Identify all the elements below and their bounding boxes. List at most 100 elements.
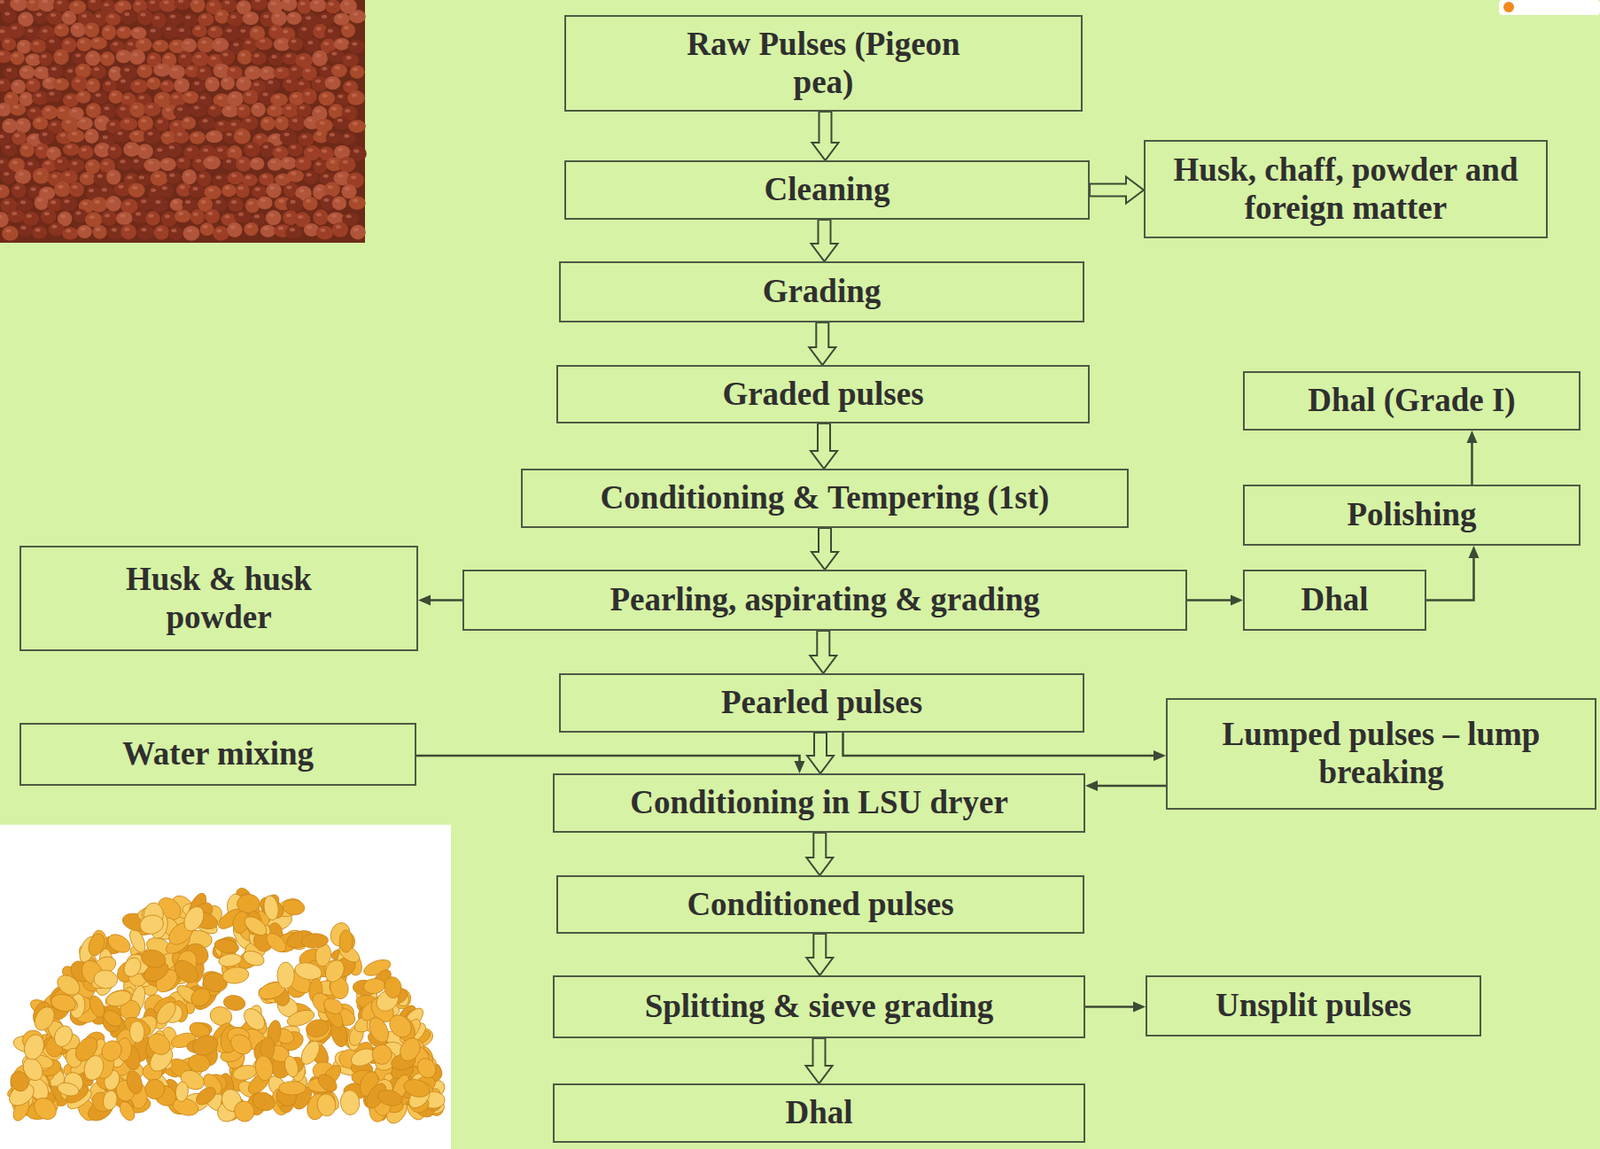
- pea-shine: [245, 118, 251, 123]
- pea: [84, 128, 99, 144]
- pea: [150, 197, 169, 213]
- pea-shine: [163, 81, 169, 86]
- pea: [265, 209, 281, 226]
- pea-shine: [127, 145, 133, 149]
- pea-shine: [246, 92, 252, 96]
- pea: [62, 226, 78, 240]
- dhal-photo: [0, 824, 451, 1149]
- pea-shine: [88, 80, 94, 85]
- flow-arrow: [418, 595, 463, 606]
- pea-shine: [64, 40, 70, 45]
- pea-shine: [323, 174, 329, 179]
- pea: [332, 221, 349, 237]
- box-label: Grading: [762, 272, 882, 311]
- pea-shine: [224, 186, 230, 190]
- pea: [23, 211, 40, 226]
- pea-shine: [89, 106, 95, 110]
- pea-shine: [231, 15, 237, 19]
- split-pea: [97, 1036, 126, 1065]
- box-label: Dhal (Grade I): [1307, 381, 1515, 420]
- pea-shine: [186, 147, 193, 152]
- pea-shine: [140, 199, 147, 203]
- pea-shine: [83, 174, 89, 179]
- pea-shine: [187, 66, 194, 70]
- pea-shine: [6, 68, 12, 72]
- pea-shine: [342, 160, 349, 164]
- pea: [31, 225, 47, 239]
- pea-shine: [126, 175, 133, 179]
- pea-shine: [178, 0, 184, 3]
- pea: [130, 78, 148, 94]
- pea-shine: [42, 132, 48, 136]
- pea-shine: [73, 25, 79, 30]
- pea: [189, 131, 206, 145]
- pea-shine: [282, 29, 288, 33]
- pea: [243, 222, 258, 236]
- pea-shine: [44, 211, 50, 216]
- pea: [174, 209, 191, 224]
- pea-shine: [274, 95, 280, 100]
- split-pea: [70, 1033, 102, 1065]
- pea-shine: [71, 132, 78, 136]
- pea-shine: [66, 145, 72, 149]
- pea-shine: [284, 158, 290, 163]
- pea: [90, 64, 107, 78]
- pea-shine: [51, 225, 57, 229]
- split-pea: [321, 995, 346, 1018]
- pea-shine: [239, 106, 245, 110]
- pea-shine: [247, 225, 253, 229]
- split-pea: [51, 1023, 77, 1050]
- pea: [145, 210, 161, 226]
- pea-shine: [178, 211, 184, 216]
- pea: [285, 225, 303, 239]
- pea-shine: [0, 52, 5, 56]
- flow-line: [1426, 558, 1475, 601]
- pea: [212, 225, 229, 241]
- pea-shine: [269, 213, 275, 218]
- split-pea: [116, 1099, 138, 1124]
- pea: [279, 129, 298, 146]
- pea: [69, 182, 85, 198]
- pea-shine: [194, 81, 200, 86]
- pea-shine: [0, 29, 5, 33]
- pea: [192, 24, 208, 38]
- flow-arrow: [1467, 430, 1478, 485]
- pea-shine: [260, 198, 266, 202]
- split-pea: [383, 976, 404, 1000]
- pea-shine: [194, 105, 200, 109]
- pea-shine: [108, 199, 115, 203]
- pea: [60, 196, 78, 212]
- pea-shine: [102, 54, 109, 59]
- pea: [255, 37, 272, 51]
- pea: [341, 53, 359, 67]
- pea-shine: [81, 14, 87, 18]
- block-arrow: [1089, 177, 1144, 204]
- pea: [237, 49, 253, 65]
- pea-shine: [120, 159, 126, 164]
- pea-shine: [104, 27, 110, 32]
- pea: [77, 116, 94, 131]
- pea-shine: [274, 14, 280, 18]
- pea-shine: [135, 1, 141, 6]
- pea: [9, 103, 26, 117]
- pea: [76, 37, 93, 52]
- flow-arrow: [843, 732, 1167, 762]
- pea-shine: [12, 160, 18, 164]
- pea-shine: [14, 82, 20, 86]
- pea-shine: [108, 172, 115, 177]
- process-box: Conditioned pulses: [556, 875, 1085, 934]
- pea-shine: [184, 118, 190, 123]
- pea: [147, 26, 163, 40]
- pea: [0, 49, 12, 63]
- pea: [166, 171, 182, 185]
- pea-shine: [252, 28, 258, 32]
- pea: [250, 51, 267, 65]
- pea: [47, 222, 64, 236]
- pea-shine: [201, 40, 207, 45]
- pea: [85, 77, 101, 93]
- pea: [113, 130, 131, 143]
- pea: [38, 129, 55, 146]
- box-label: Lumped pulses – lump breaking: [1178, 715, 1585, 792]
- box-label: Graded pulses: [722, 375, 924, 414]
- pea-shine: [140, 118, 147, 123]
